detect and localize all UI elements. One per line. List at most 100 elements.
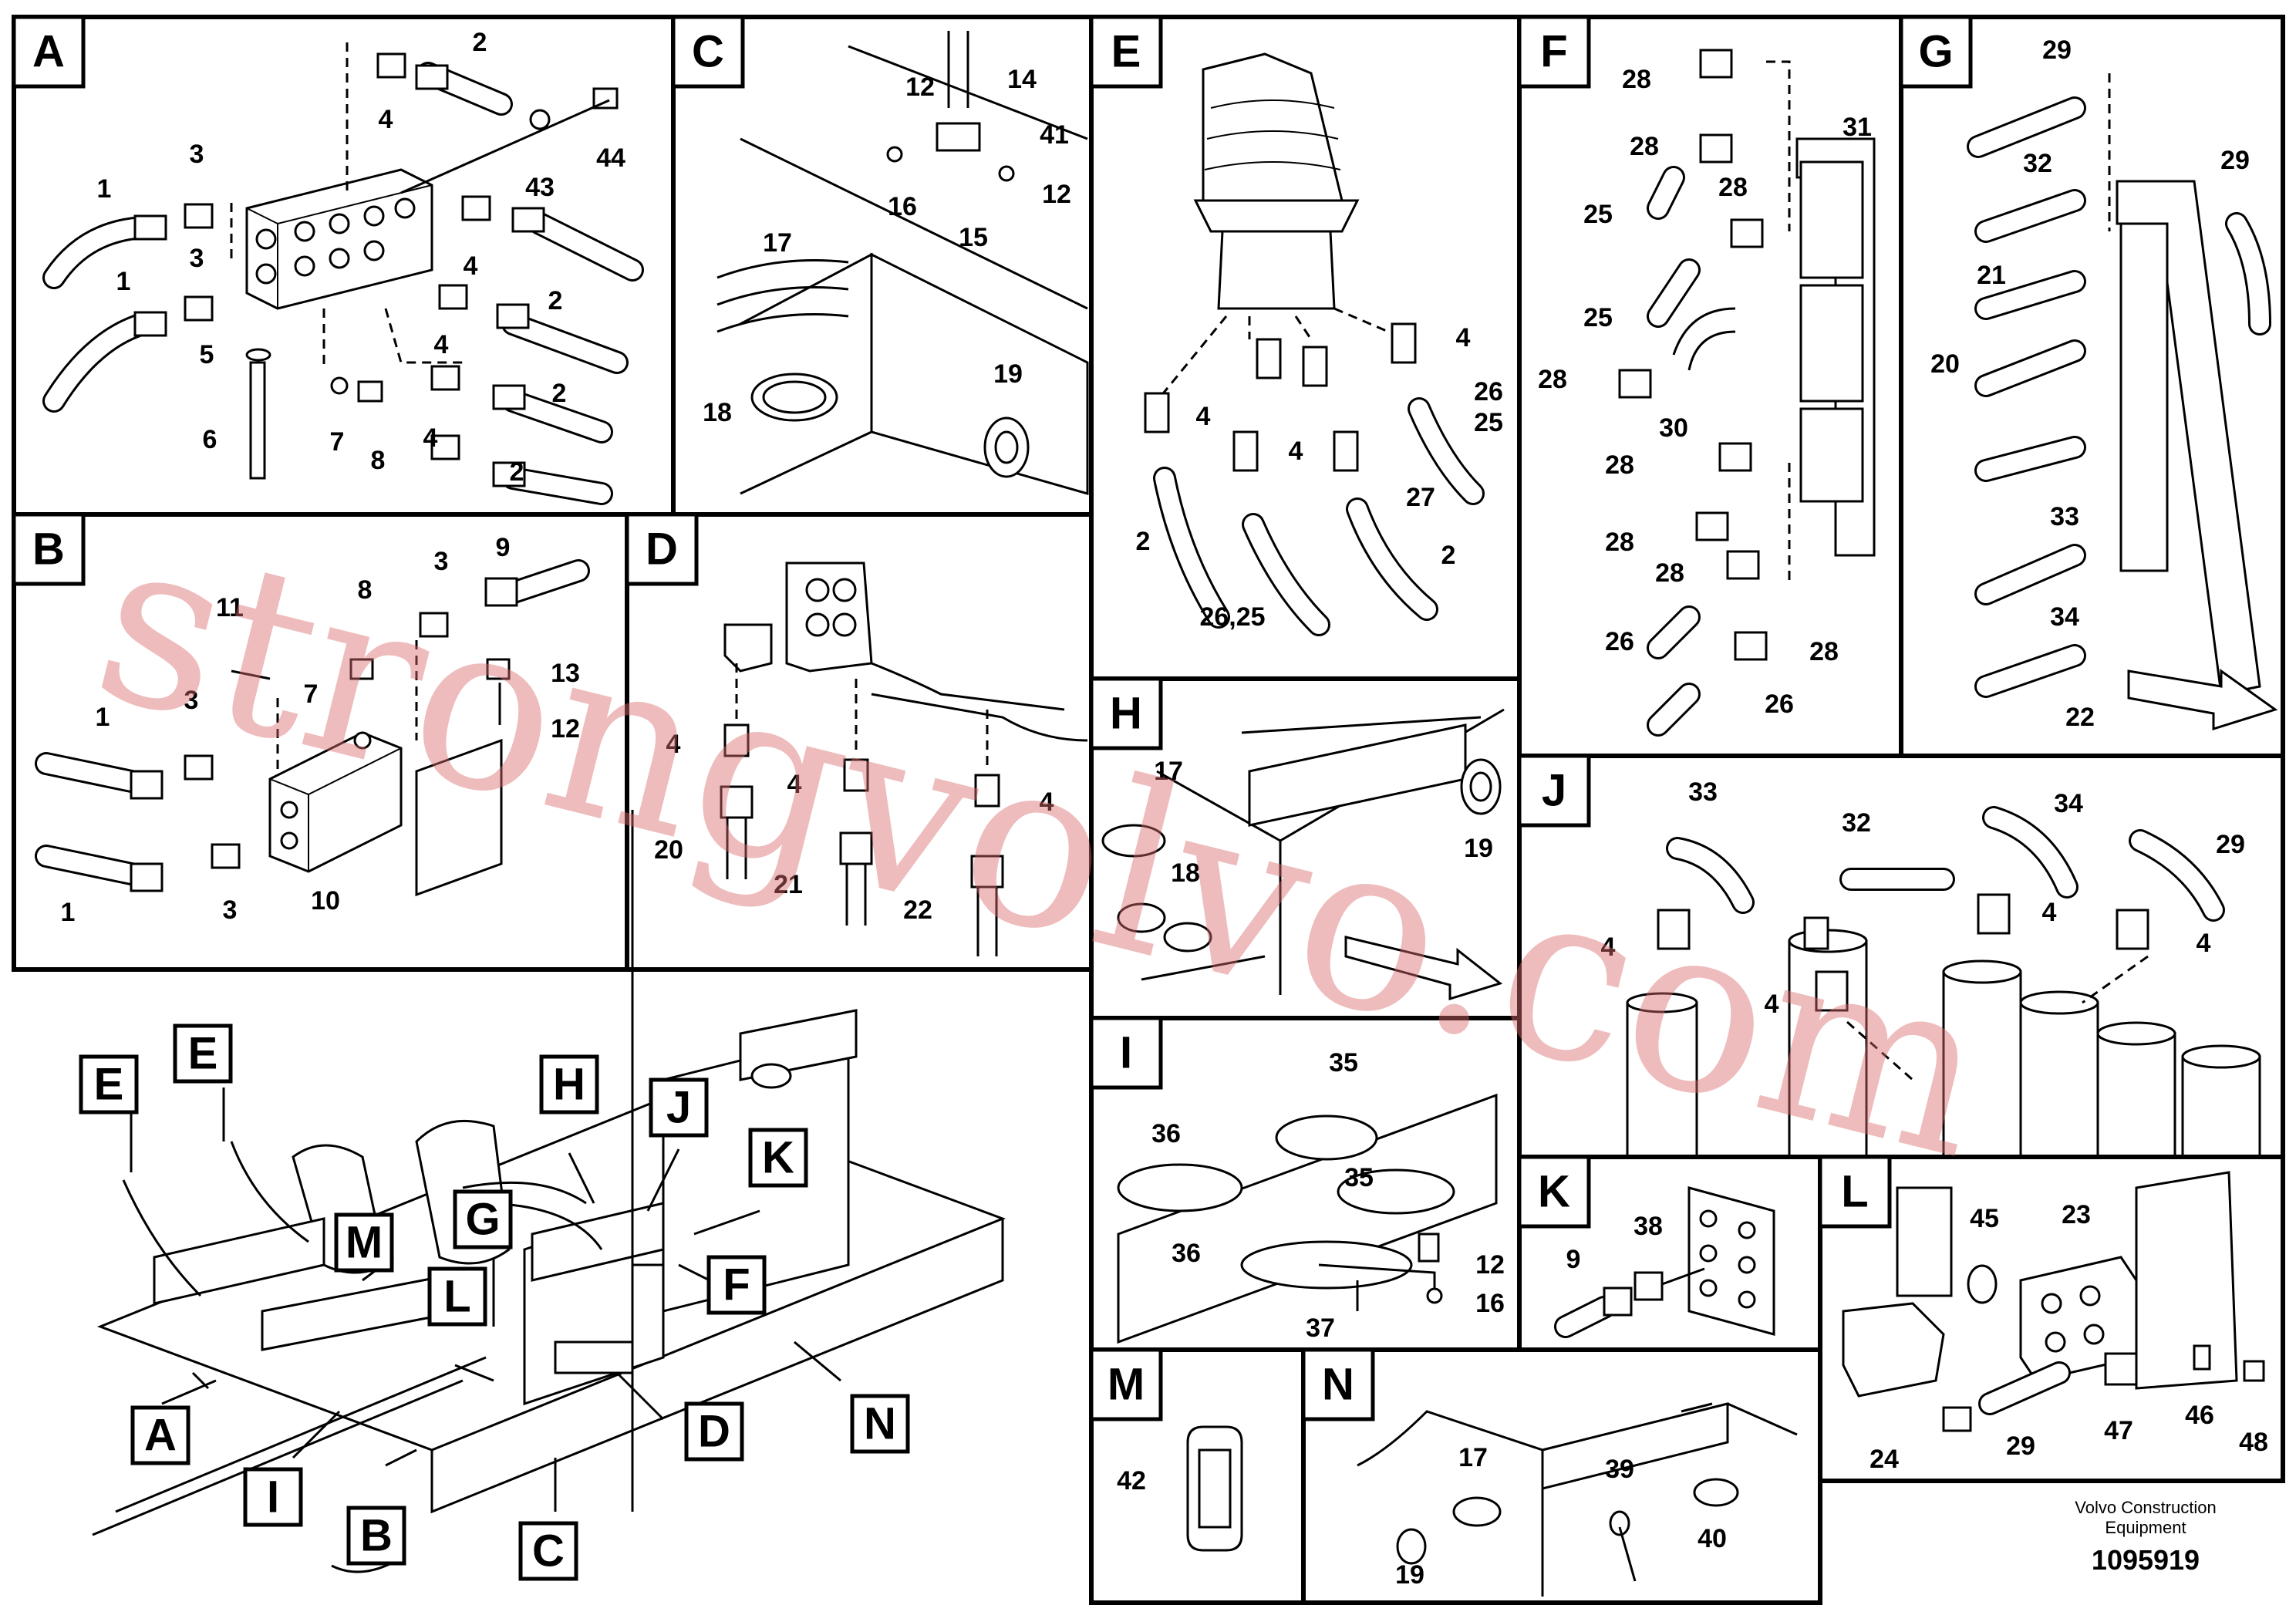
- callout: 12: [551, 714, 580, 744]
- svg-text:A: A: [32, 27, 65, 77]
- svg-text:I: I: [267, 1472, 279, 1523]
- callout: 28: [1605, 450, 1634, 480]
- callout: 35: [1329, 1048, 1358, 1077]
- callout: 17: [1154, 757, 1183, 786]
- callout: 4: [379, 105, 393, 134]
- svg-text:D: D: [646, 524, 678, 575]
- callout: 26: [1765, 690, 1794, 719]
- panel-m: 42 M: [1089, 1347, 1306, 1605]
- svg-text:A: A: [144, 1411, 177, 1461]
- callout: 2: [1441, 541, 1456, 570]
- callout: 21: [774, 870, 803, 899]
- svg-text:B: B: [32, 524, 65, 575]
- callout: 4: [2042, 898, 2057, 927]
- callout: 3: [190, 244, 204, 273]
- callout: 8: [358, 575, 373, 605]
- callout: 1: [116, 267, 131, 296]
- svg-text:M: M: [1108, 1360, 1145, 1410]
- callout: 35: [1344, 1163, 1374, 1192]
- callout: 39: [1605, 1455, 1634, 1484]
- svg-text:K: K: [1538, 1167, 1570, 1217]
- svg-text:L: L: [443, 1272, 470, 1322]
- callout: 36: [1151, 1119, 1181, 1148]
- panel-k: 9 38 K: [1517, 1155, 1822, 1352]
- callout: 15: [959, 223, 988, 252]
- svg-text:J: J: [1542, 766, 1566, 816]
- panel-b: 9 3 11 8 13 7 12 1 3 1 3 10 B: [12, 512, 629, 972]
- overview-label-i: I: [243, 1467, 303, 1527]
- callout: 12: [1475, 1250, 1505, 1280]
- document-number: 1095919: [2092, 1544, 2200, 1576]
- svg-text:L: L: [1841, 1167, 1868, 1217]
- callout: 9: [496, 533, 511, 562]
- panel-b-label: B: [12, 512, 86, 586]
- panel-n-label: N: [1301, 1347, 1375, 1421]
- callout: 19: [1464, 834, 1493, 863]
- overview-label-a: A: [130, 1405, 190, 1465]
- callout: 32: [1842, 808, 1871, 838]
- overview-label-e1: E: [79, 1054, 139, 1114]
- callout: 45: [1970, 1204, 1999, 1233]
- callout: 4: [2197, 929, 2211, 958]
- callout: 46: [2185, 1401, 2214, 1430]
- callout: 47: [2104, 1416, 2133, 1445]
- panel-g-label: G: [1899, 15, 1973, 89]
- callout: 13: [551, 659, 580, 688]
- svg-text:K: K: [762, 1133, 794, 1183]
- callout: 16: [1475, 1289, 1505, 1318]
- panel-k-label: K: [1517, 1155, 1591, 1229]
- callout: 48: [2239, 1428, 2268, 1457]
- panel-c: 14 12 41 16 15 12 17 19 18 C: [671, 15, 1094, 517]
- callout: 2: [552, 379, 567, 408]
- callout: 4: [1196, 402, 1211, 431]
- overview-label-k: K: [748, 1128, 808, 1188]
- overview-label-e2: E: [173, 1023, 233, 1084]
- callout: 43: [525, 173, 555, 202]
- svg-text:G: G: [465, 1195, 500, 1245]
- callout: 17: [763, 228, 792, 258]
- callout: 28: [1718, 173, 1748, 202]
- svg-text:F: F: [1540, 27, 1567, 77]
- callout: 19: [993, 359, 1023, 389]
- panel-h-label: H: [1089, 676, 1163, 750]
- callout: 4: [787, 770, 802, 799]
- callout: 10: [311, 886, 340, 916]
- panel-d-label: D: [625, 512, 699, 586]
- callout: 34: [2054, 789, 2083, 818]
- callout: 8: [371, 446, 386, 475]
- callout: 42: [1117, 1466, 1146, 1496]
- callout: 3: [434, 547, 449, 576]
- callout: 12: [1042, 180, 1071, 209]
- callout: 24: [1870, 1445, 1899, 1474]
- svg-text:E: E: [1111, 27, 1141, 77]
- callout: 33: [1688, 777, 1718, 807]
- panel-f-label: F: [1517, 15, 1591, 89]
- callout: 34: [2050, 602, 2079, 632]
- callout: 2: [473, 28, 487, 57]
- callout: 4: [1289, 437, 1303, 466]
- overview-label-n: N: [850, 1394, 910, 1454]
- callout: 20: [654, 835, 683, 865]
- svg-text:E: E: [94, 1060, 124, 1110]
- svg-text:B: B: [360, 1511, 393, 1561]
- overview-label-b: B: [346, 1506, 406, 1566]
- footer-brand: Volvo Construction Equipment 1095919: [2075, 1498, 2216, 1576]
- callout: 29: [2006, 1431, 2035, 1461]
- svg-text:H: H: [1110, 689, 1142, 739]
- callout: 4: [1456, 323, 1471, 352]
- callout: 41: [1040, 120, 1069, 150]
- callout: 28: [1622, 65, 1651, 94]
- callout: 7: [304, 679, 319, 709]
- callout: 11: [216, 593, 244, 622]
- callout: 7: [330, 427, 345, 457]
- svg-text:N: N: [864, 1399, 896, 1449]
- callout: 31: [1843, 113, 1872, 142]
- panel-l-label: L: [1818, 1155, 1892, 1229]
- callout: 1: [96, 703, 110, 732]
- callout: 1: [61, 898, 76, 927]
- callout: 26: [1474, 377, 1503, 406]
- overview-label-j: J: [649, 1077, 709, 1138]
- svg-text:H: H: [553, 1060, 585, 1110]
- callout: 3: [184, 686, 199, 715]
- overview-label-d: D: [684, 1401, 744, 1462]
